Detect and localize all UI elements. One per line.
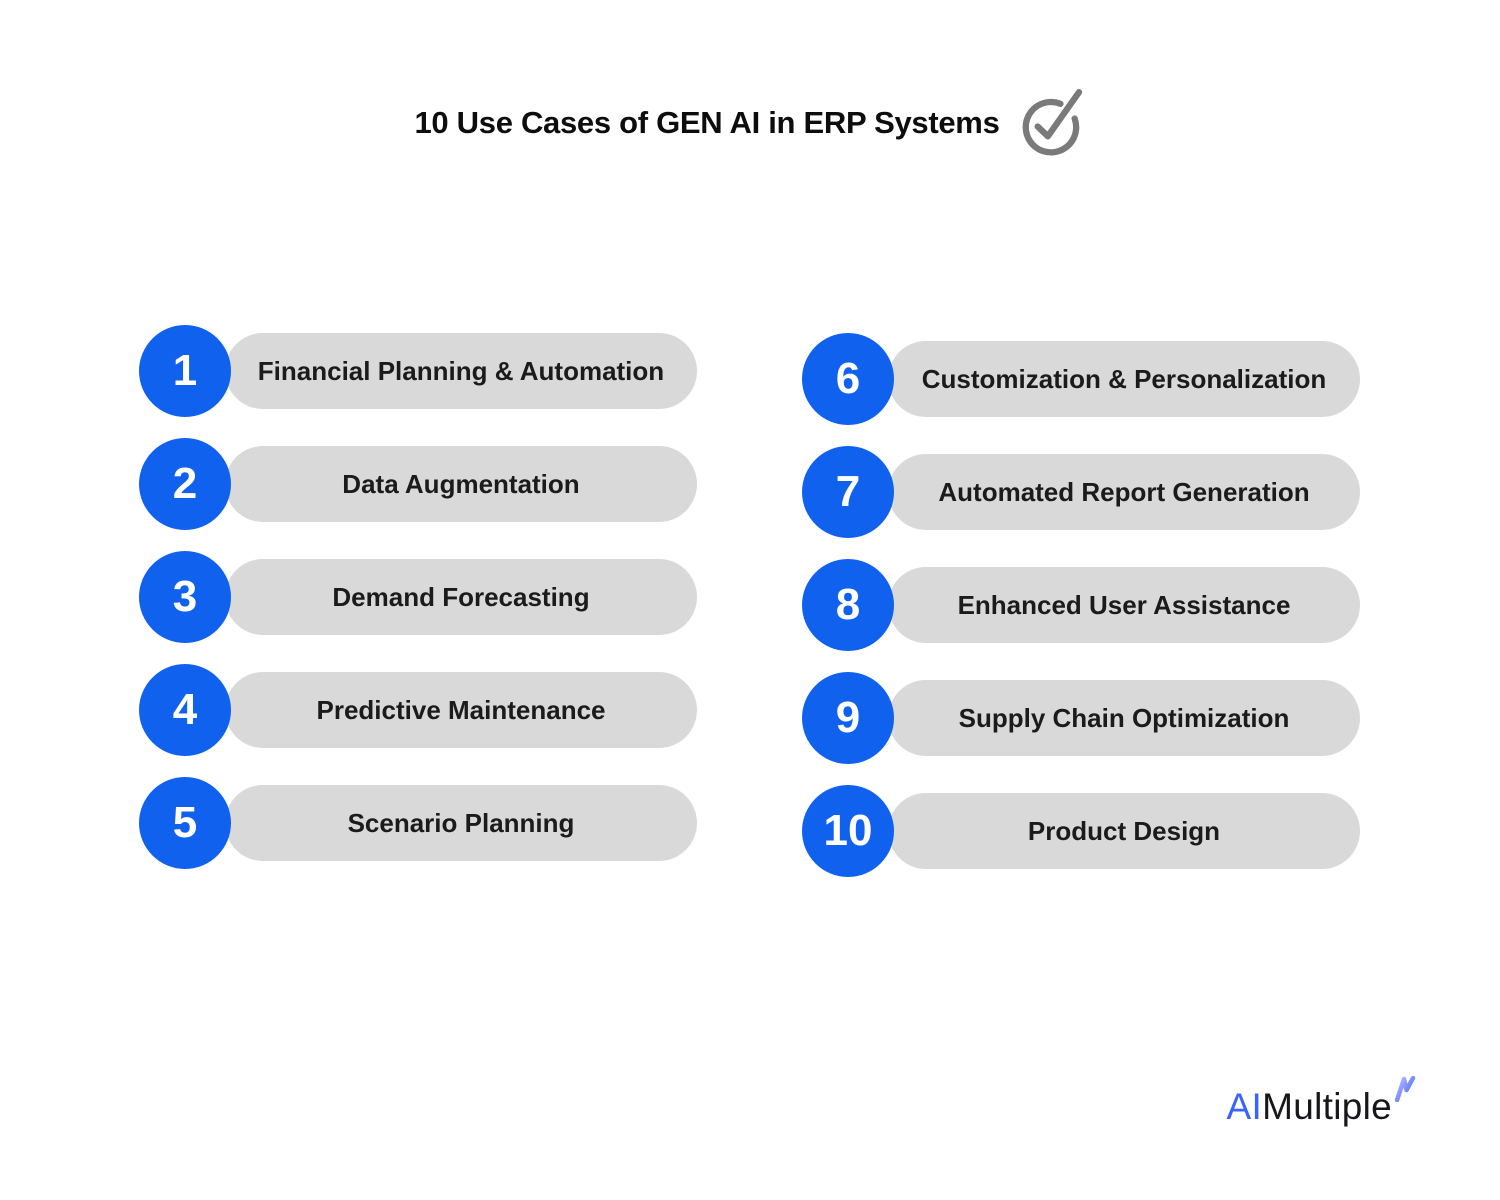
use-case-item-2: Data Augmentation 2 xyxy=(139,438,697,530)
use-case-item-6: Customization & Personalization 6 xyxy=(802,333,1360,425)
use-case-label: Enhanced User Assistance xyxy=(957,589,1291,620)
use-case-label: Automated Report Generation xyxy=(938,476,1310,507)
use-case-item-5: Scenario Planning 5 xyxy=(139,777,697,869)
use-case-pill: Financial Planning & Automation xyxy=(225,333,697,409)
logo-text-multiple: Multiple xyxy=(1262,1086,1392,1127)
use-case-number: 5 xyxy=(172,798,198,847)
logo-zigzag-icon xyxy=(1394,1076,1416,1102)
logo-text-ai: AI xyxy=(1226,1086,1263,1127)
use-case-number-badge: 2 xyxy=(139,438,231,530)
page-title: 10 Use Cases of GEN AI in ERP Systems xyxy=(414,105,1000,140)
use-case-pill: Scenario Planning xyxy=(225,785,697,861)
use-case-label: Scenario Planning xyxy=(347,807,575,838)
use-case-number-badge: 6 xyxy=(802,333,894,425)
use-case-pill: Data Augmentation xyxy=(225,446,697,522)
use-case-number-badge: 7 xyxy=(802,446,894,538)
use-case-number: 3 xyxy=(172,572,198,621)
use-case-item-8: Enhanced User Assistance 8 xyxy=(802,559,1360,651)
use-case-number-badge: 8 xyxy=(802,559,894,651)
use-case-number: 4 xyxy=(172,685,198,734)
use-case-number: 2 xyxy=(172,459,198,508)
use-case-item-4: Predictive Maintenance 4 xyxy=(139,664,697,756)
use-case-item-3: Demand Forecasting 3 xyxy=(139,551,697,643)
use-case-number-badge: 9 xyxy=(802,672,894,764)
use-case-number-badge: 4 xyxy=(139,664,231,756)
use-case-pill: Automated Report Generation xyxy=(888,454,1360,530)
use-case-item-7: Automated Report Generation 7 xyxy=(802,446,1360,538)
use-case-number: 10 xyxy=(823,806,873,855)
use-case-number-badge: 5 xyxy=(139,777,231,869)
use-case-label: Predictive Maintenance xyxy=(316,694,606,725)
use-case-label: Product Design xyxy=(1027,815,1221,846)
use-case-label: Data Augmentation xyxy=(342,468,580,499)
use-case-label: Demand Forecasting xyxy=(332,581,590,612)
use-case-label: Customization & Personalization xyxy=(921,363,1327,394)
use-case-label: Supply Chain Optimization xyxy=(958,702,1290,733)
use-case-item-9: Supply Chain Optimization 9 xyxy=(802,672,1360,764)
use-case-number: 1 xyxy=(172,346,198,395)
use-case-item-10: Product Design 10 xyxy=(802,785,1360,877)
use-case-number: 9 xyxy=(835,693,861,742)
use-case-number: 6 xyxy=(835,354,861,403)
use-case-pill: Supply Chain Optimization xyxy=(888,680,1360,756)
check-circle-icon xyxy=(1022,89,1082,156)
use-case-pill: Predictive Maintenance xyxy=(225,672,697,748)
use-case-number: 7 xyxy=(835,467,861,516)
use-case-item-1: Financial Planning & Automation 1 xyxy=(139,325,697,417)
use-case-label: Financial Planning & Automation xyxy=(257,355,665,386)
use-case-pill: Demand Forecasting xyxy=(225,559,697,635)
use-case-pill: Product Design xyxy=(888,793,1360,869)
use-case-number-badge: 10 xyxy=(802,785,894,877)
use-case-number-badge: 1 xyxy=(139,325,231,417)
use-case-number-badge: 3 xyxy=(139,551,231,643)
title-row: 10 Use Cases of GEN AI in ERP Systems xyxy=(0,88,1500,158)
use-case-pill: Customization & Personalization xyxy=(888,341,1360,417)
use-case-number: 8 xyxy=(835,580,861,629)
use-case-pill: Enhanced User Assistance xyxy=(888,567,1360,643)
